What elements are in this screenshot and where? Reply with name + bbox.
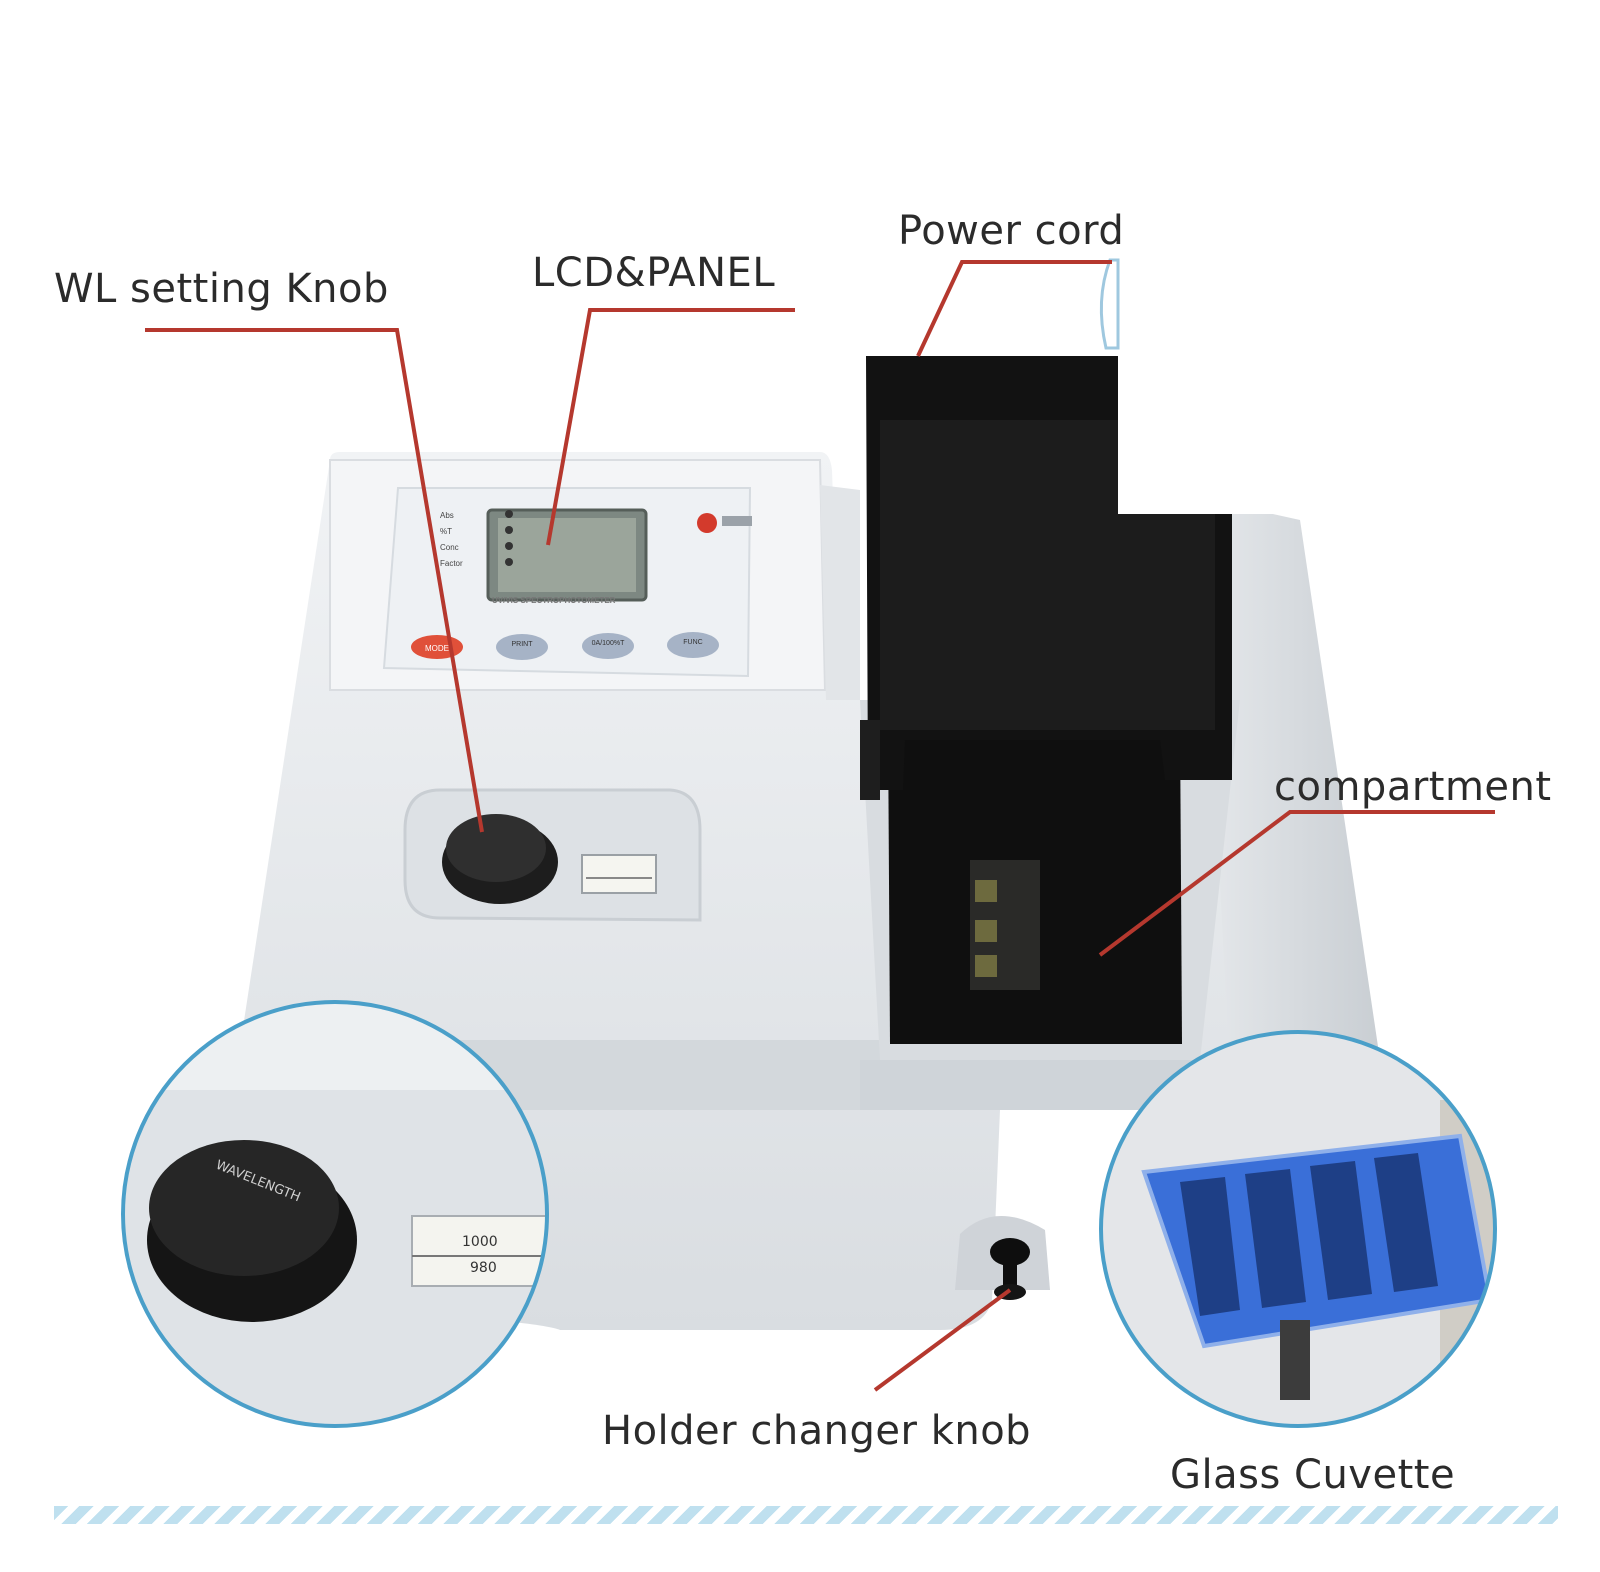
indicator-led [505, 542, 513, 550]
decorative-stripe [54, 1506, 1558, 1524]
callout-ring [1099, 1030, 1497, 1428]
model-text: UV/VIS SPECTROPHOTOMETER [492, 596, 616, 605]
label-glass-cuvette: Glass Cuvette [1170, 1452, 1456, 1498]
label-compartment: compartment [1274, 764, 1552, 810]
power-cord-leader [916, 260, 1112, 357]
mode-button-label: MODE [425, 644, 449, 653]
brand-logo [697, 513, 717, 533]
scale-value-1000: 1000 [462, 1234, 498, 1250]
label-power-cord: Power cord [898, 208, 1125, 254]
compartment-leader [1098, 810, 1495, 957]
cuvette-callout-circle [1099, 1030, 1497, 1428]
cover-block [1118, 180, 1600, 514]
print-button-label: PRINT [512, 641, 534, 648]
leader-lines [145, 260, 1495, 1392]
lcd-panel-leader [546, 308, 795, 546]
zero-button-label: 0A/100%T [592, 640, 625, 647]
holder-changer-knob[interactable] [955, 1215, 1050, 1300]
wavelength-window [581, 854, 657, 894]
callout-ring [121, 1000, 549, 1428]
print-button[interactable] [496, 634, 548, 660]
indicator-label: %T [440, 527, 452, 536]
zero-button[interactable] [582, 633, 634, 659]
indicator-led [505, 526, 513, 534]
func-button[interactable] [667, 632, 719, 658]
knob-recess [403, 788, 702, 922]
wl-knob-leader [145, 328, 484, 833]
indicator-led [505, 558, 513, 566]
indicator-label: Abs [440, 511, 454, 520]
label-holder-changer-knob: Holder changer knob [602, 1408, 1032, 1454]
control-panel: Abs %T Conc Factor UV/VIS SPECTROPHOTOME… [382, 487, 752, 678]
brand-logo-text [722, 516, 752, 526]
func-button-label: FUNC [683, 639, 702, 646]
scale-value-980: 980 [470, 1260, 497, 1276]
wavelength-scale [411, 1215, 547, 1287]
holder-knob-leader [873, 1288, 1012, 1392]
indicator-label: Conc [440, 543, 459, 552]
label-wl-setting-knob: WL setting Knob [54, 266, 389, 312]
indicator-label: Factor [440, 559, 463, 568]
indicator-led [505, 510, 513, 518]
label-lcd-panel: LCD&PANEL [532, 250, 776, 296]
